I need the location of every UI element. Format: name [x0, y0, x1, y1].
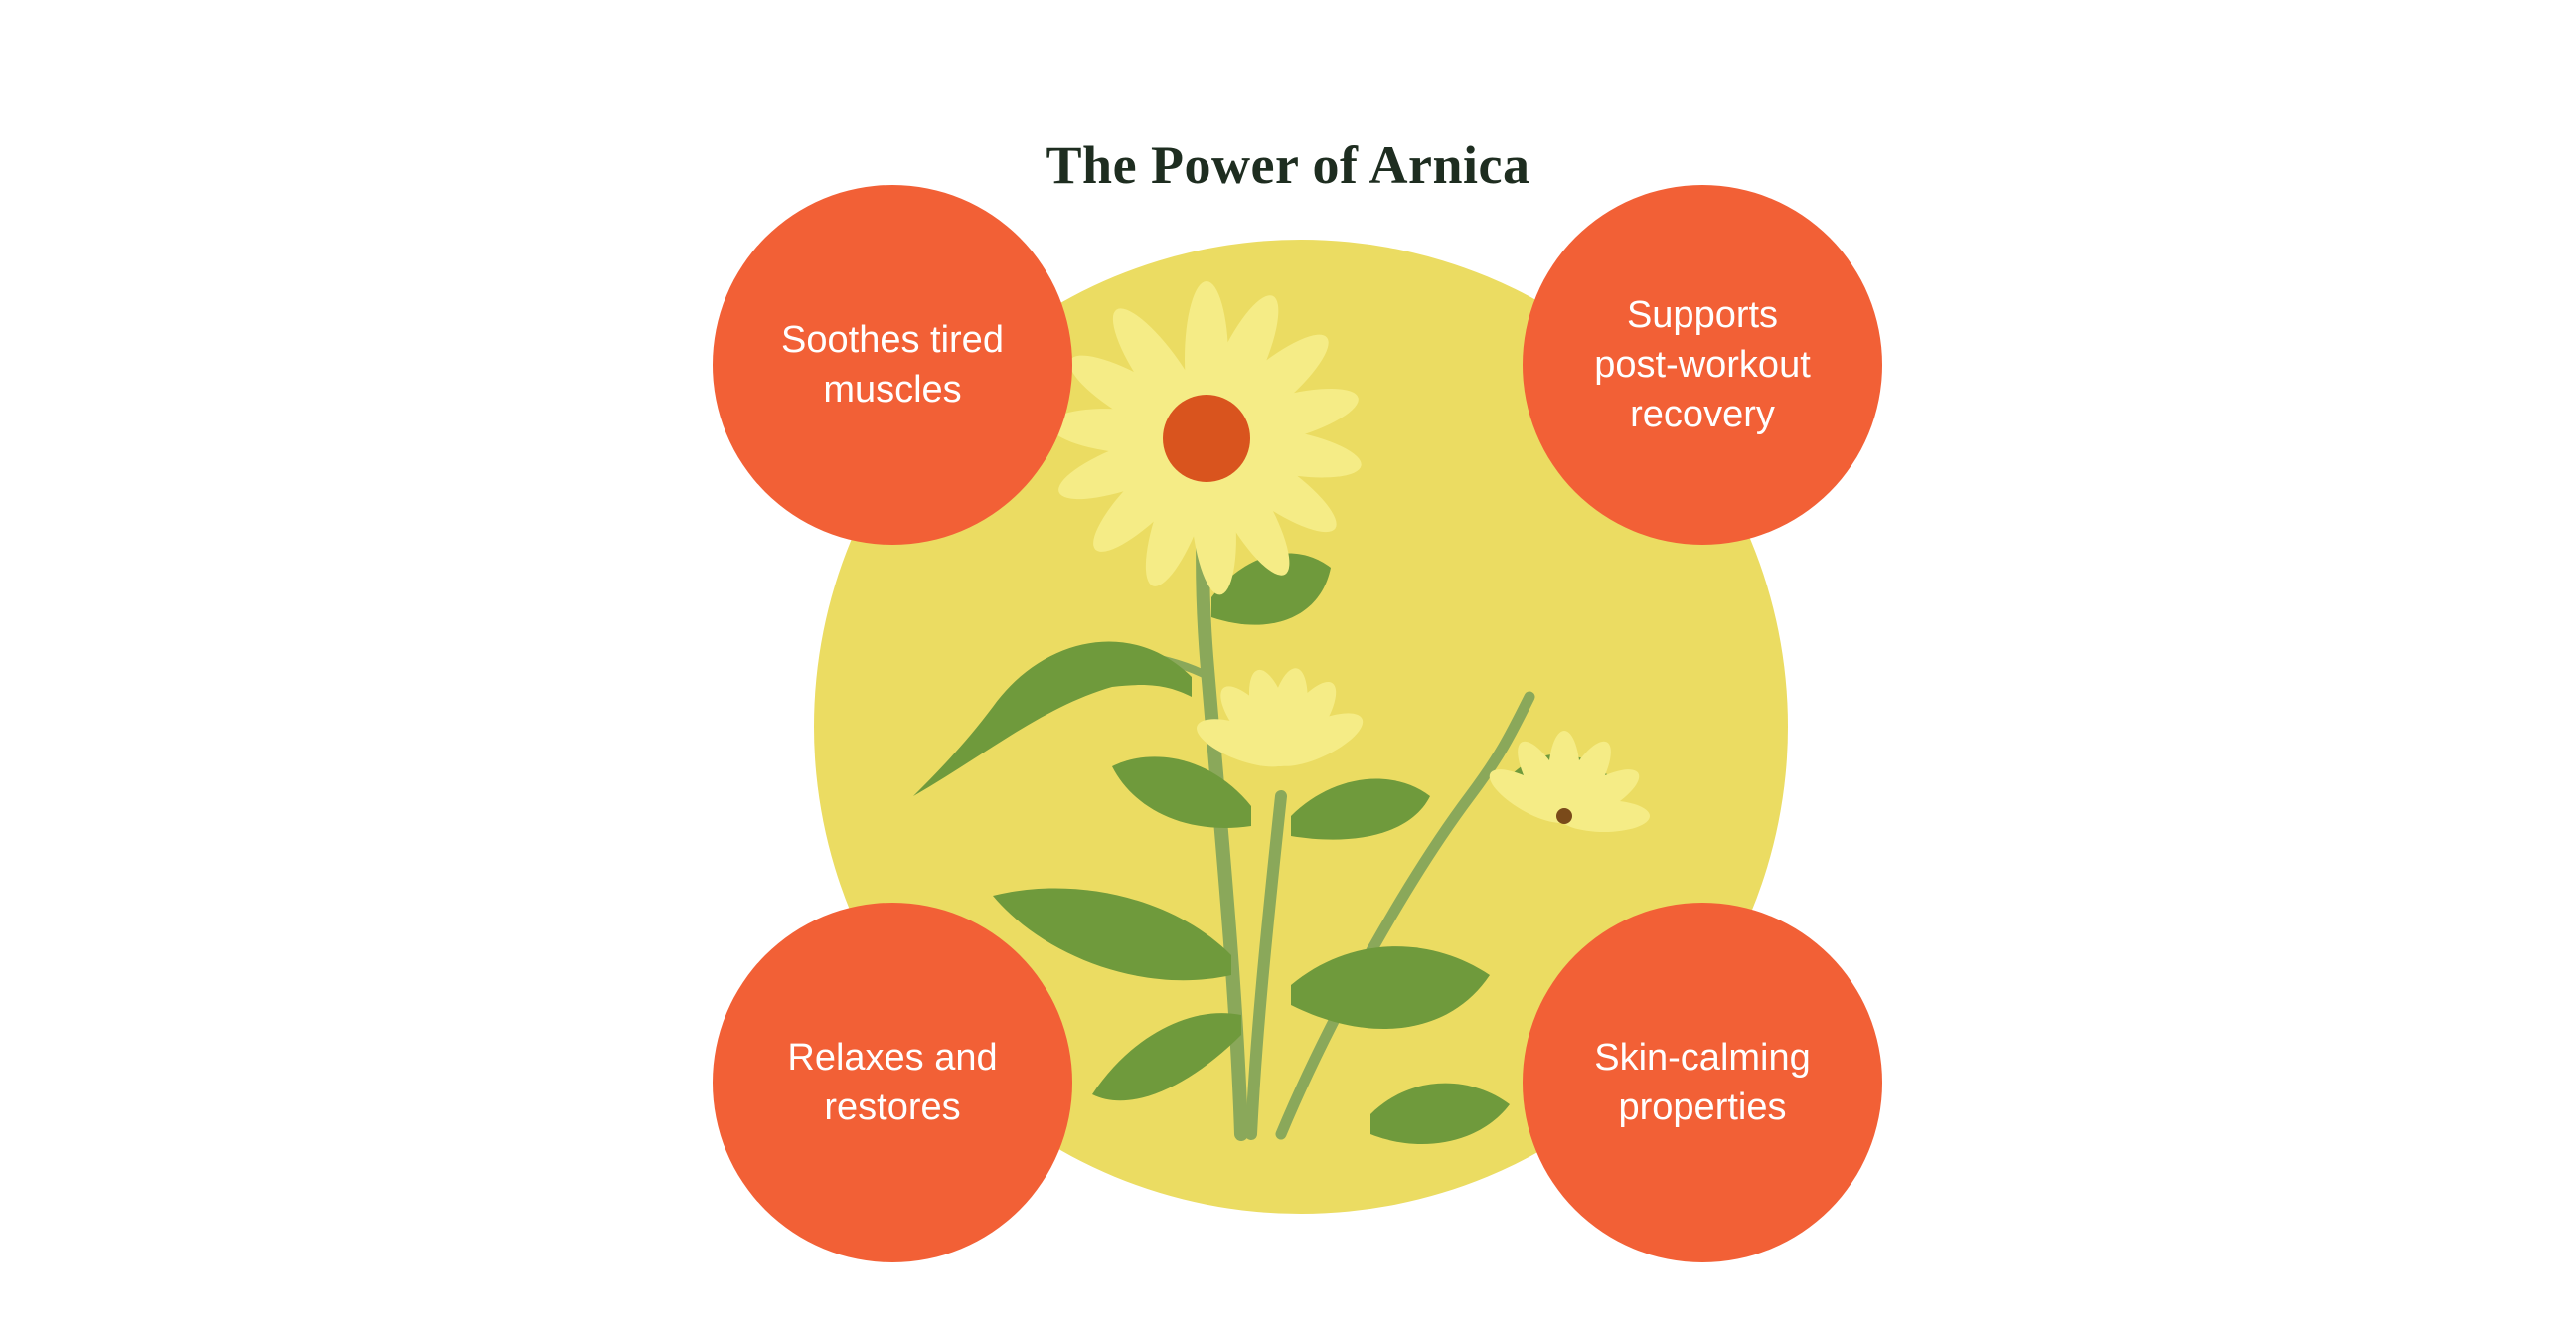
benefit-label: Soothes tired muscles — [781, 319, 1004, 411]
benefit-label: Skin-calming properties — [1594, 1037, 1811, 1128]
leaf-lower-right — [1291, 946, 1490, 1029]
benefit-bubble-soothes-muscles: Soothes tired muscles — [713, 185, 1072, 545]
main-flower — [1049, 281, 1362, 595]
right-stem — [1275, 691, 1535, 1140]
leaf-mid-right — [1291, 778, 1430, 840]
leaf-mid-left — [1112, 756, 1251, 828]
leaf-bottom-right — [1370, 1083, 1510, 1144]
middle-stem — [1245, 790, 1287, 1140]
page-title: The Power of Arnica — [1046, 135, 1530, 196]
leaf-left-long — [913, 641, 1192, 796]
leaf-large-left — [993, 888, 1231, 981]
benefit-bubble-relaxes-restores: Relaxes and restores — [713, 903, 1072, 1262]
benefit-label: Supports post-workout recovery — [1594, 294, 1811, 435]
middle-flower — [1197, 668, 1364, 767]
benefit-bubble-post-workout-recovery: Supports post-workout recovery — [1523, 185, 1882, 545]
main-flower-center — [1163, 395, 1250, 482]
leaf-lower-left — [1092, 1013, 1241, 1101]
right-flower — [1489, 731, 1650, 832]
benefit-bubble-skin-calming: Skin-calming properties — [1523, 903, 1882, 1262]
leaf-upper-right — [1211, 553, 1331, 625]
benefit-label: Relaxes and restores — [787, 1037, 998, 1128]
